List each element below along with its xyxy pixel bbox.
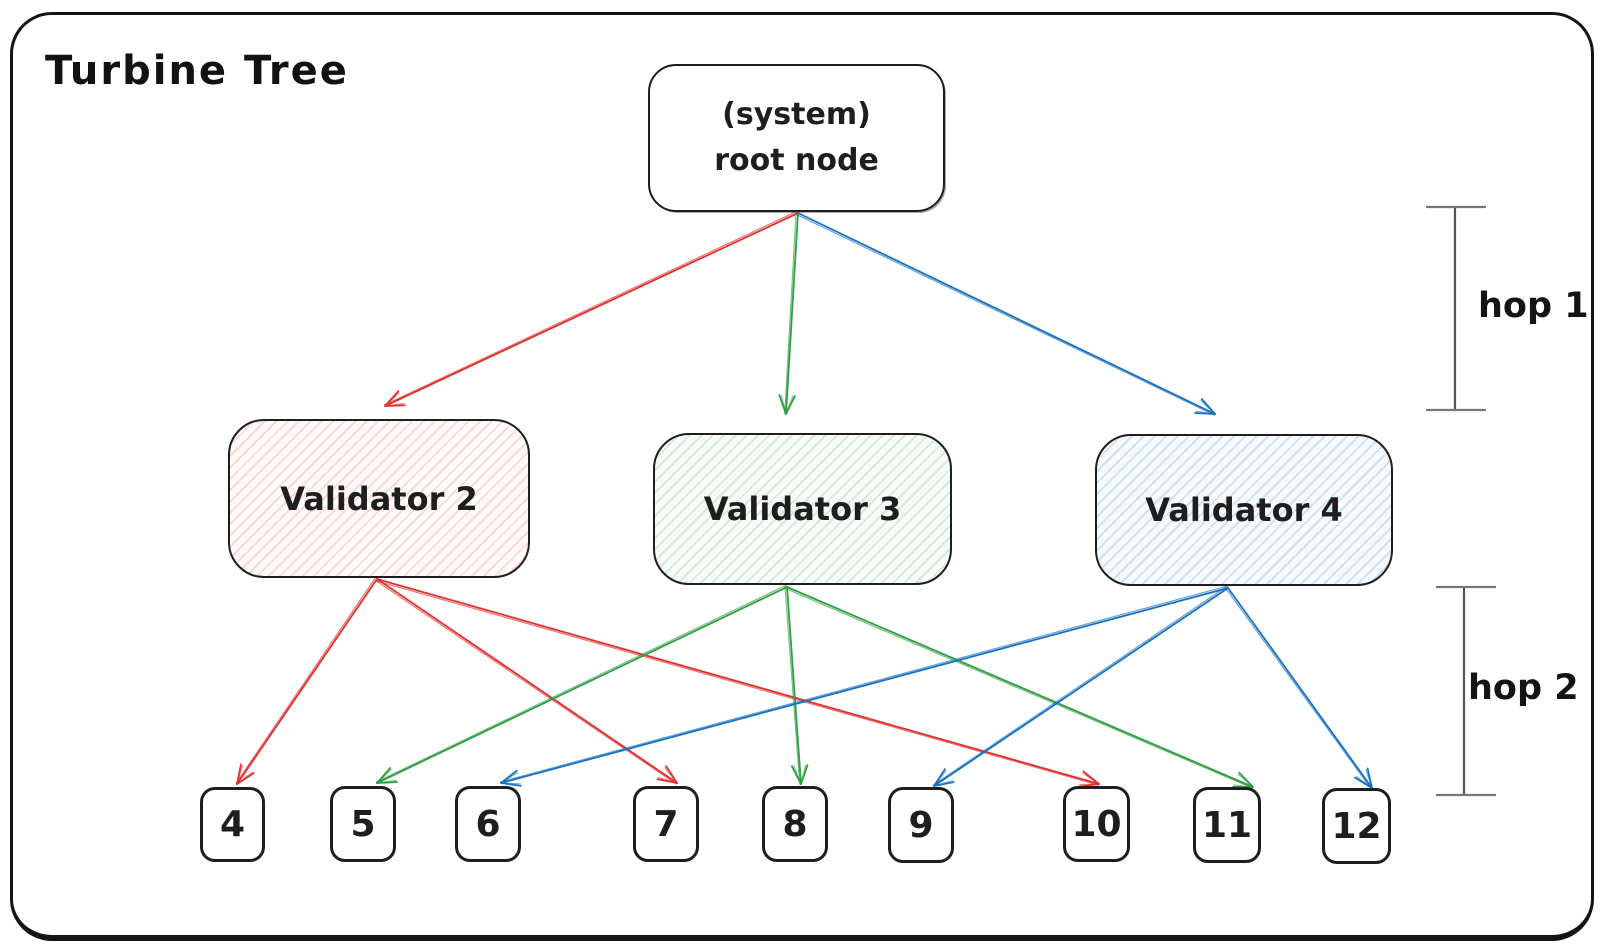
outer-frame bbox=[10, 12, 1594, 941]
hop2-label: hop 2 bbox=[1468, 668, 1579, 708]
leaf-11-label: 11 bbox=[1201, 804, 1253, 846]
node-leaf-7: 7 bbox=[633, 786, 699, 862]
node-leaf-4: 4 bbox=[200, 787, 265, 862]
node-validator-2: Validator 2 bbox=[228, 419, 530, 578]
node-leaf-8: 8 bbox=[762, 786, 828, 862]
hop1-label: hop 1 bbox=[1478, 286, 1589, 326]
root-label-line2: root node bbox=[714, 143, 879, 178]
leaf-12-label: 12 bbox=[1331, 805, 1382, 847]
diagram-title: Turbine Tree bbox=[45, 48, 349, 94]
leaf-10-label: 10 bbox=[1071, 803, 1122, 845]
node-leaf-11: 11 bbox=[1193, 787, 1261, 863]
validator-4-label: Validator 4 bbox=[1145, 491, 1343, 529]
leaf-8-label: 8 bbox=[782, 803, 808, 845]
leaf-6-label: 6 bbox=[475, 803, 501, 845]
node-leaf-10: 10 bbox=[1063, 786, 1130, 862]
node-root: (system) root node bbox=[648, 64, 945, 212]
node-leaf-6: 6 bbox=[455, 786, 521, 862]
node-validator-3: Validator 3 bbox=[653, 433, 952, 585]
node-leaf-12: 12 bbox=[1322, 788, 1391, 864]
leaf-7-label: 7 bbox=[653, 803, 679, 845]
validator-3-label: Validator 3 bbox=[703, 490, 902, 528]
leaf-5-label: 5 bbox=[350, 803, 376, 845]
node-leaf-5: 5 bbox=[330, 786, 396, 862]
node-leaf-9: 9 bbox=[888, 787, 954, 863]
leaf-9-label: 9 bbox=[908, 804, 934, 846]
validator-2-label: Validator 2 bbox=[280, 479, 478, 518]
root-label-line1: (system) bbox=[722, 96, 871, 132]
leaf-4-label: 4 bbox=[219, 804, 246, 845]
node-validator-4: Validator 4 bbox=[1095, 434, 1393, 586]
